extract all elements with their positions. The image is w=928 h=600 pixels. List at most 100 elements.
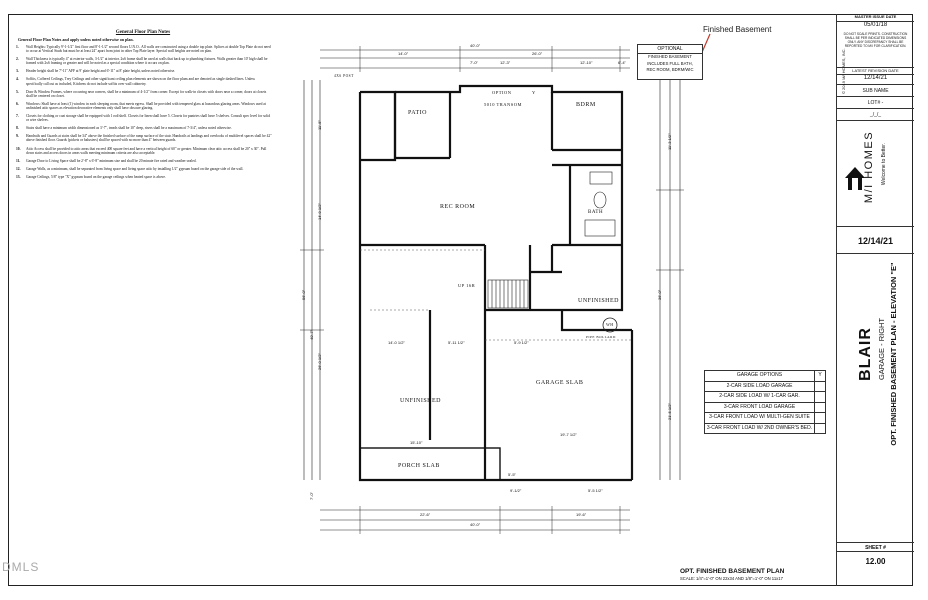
garage-options-table: GARAGE OPTIONS Y 2-CAR SIDE LOAD GARAGE … [704,370,826,434]
plan-variant: GARAGE - RIGHT [877,317,886,381]
brand-name: M/I HOMES [863,130,875,204]
garage-option-cell: 2-CAR SIDE LOAD GARAGE [705,381,815,391]
table-row: 2-CAR SIDE LOAD W/ 1-CAR GAR. [705,392,825,403]
note-number: 10. [16,146,21,151]
list-item: 3.Header height shall be 7'-11" AFF at 9… [16,69,272,73]
list-item: 10.Attic Access shall be provided to att… [16,147,272,155]
option-box-header: OPTIONAL [638,45,702,54]
note-number: 6. [16,101,19,106]
dim-bottom-seg1: 9'-1/2" [510,488,522,493]
note-number: 4. [16,77,19,82]
dim-left-overall: 56'-0" [301,289,306,300]
room-rec-room: REC ROOM [440,204,476,210]
copyright: © 2019 M/I HOMES, INC. [841,48,846,94]
note-text: Closets for clothing or coat storage sha… [26,114,271,123]
list-item: 5. Door & Window Frames, where occurring … [16,90,272,98]
room-bath: BATH [588,210,604,215]
room-garage-slab: GARAGE SLAB [536,380,584,386]
dim-bottom-right: 19'-6" [576,512,587,517]
stairs [487,279,529,309]
dim-left-b: 26'-0 1/2" [317,353,322,370]
note-number: 7. [16,114,19,119]
floor-plan: REC ROOM PATIO BDRM BATH UNFINISHED UNFI… [300,40,710,560]
note-number: 5. [16,89,19,94]
optional-finished-basement-box: OPTIONAL FINISHED BASEMENT INCLUDES FULL… [637,44,703,80]
dim-mid-3: 5'-9 1/2" [514,340,529,345]
dim-mid-2: 5'-11 1/2" [448,340,465,345]
garage-options-header: GARAGE OPTIONS [705,371,815,381]
note-number: 11. [16,158,21,163]
note-number: 13. [16,174,21,179]
dim-top-seg2: 12'-3" [500,60,511,65]
water-heater-symbol [602,317,618,333]
note-number: 1. [16,45,19,49]
list-item: 13. Garage Ceilings, 5/8" type "X" gypsum… [16,175,272,179]
list-item: 12. Garage Walls, as a minimum, shall be … [16,167,272,171]
title-block: MASTER ISSUE DATE 05/01/18 DO NOT SCALE … [836,14,914,586]
dim-left-d: 11'-5" [317,120,322,130]
list-item: 6. Windows: Shall have at least (1) windo… [16,102,272,110]
option-box-line: REC ROOM, BDRM/WIC [646,67,694,72]
note-number: 9. [16,134,19,139]
sheet-label: SHEET # [837,542,914,552]
room-bdrm: BDRM [576,102,596,108]
watermark: DMLS [2,560,40,574]
list-item: 2.Wall Thickness is typically 4" at exte… [16,57,272,65]
list-item: 1.Wall Heights: Typically 9'-1-1/2" firs… [16,45,272,53]
dim-top-left: 14'-0" [398,51,409,56]
disclaimer-text: DO NOT SCALE PRINTS. CONSTRUCTION SHALL … [837,32,914,68]
note-text: Garage Walls, as a minimum, shall be sep… [26,166,244,171]
note-text: Handrails and Guards at stairs shall be … [26,134,272,143]
porch-slab-outline [359,447,501,481]
note-text: Door & Window Frames, where occurring ne… [26,89,267,98]
dim-right-c: 11'-3 1/2" [667,133,672,150]
bath-fixtures [584,171,616,237]
garage-option-cell: 2-CAR SIDE LOAD W/ 1-CAR GAR. [705,392,815,402]
bollard-label: PIPE BOLLARD [586,335,616,339]
note-text: Windows: Shall have at least (1) window … [26,101,266,110]
notes-list: 1.Wall Heights: Typically 9'-1-1/2" firs… [14,45,272,179]
table-row: 3-CAR FRONT LOAD W/ 2ND OWNER'S BED. [705,423,825,433]
note-text: Garage Ceilings, 5/8" type "X" gypsum bo… [26,174,166,179]
dim-top-right: 26'-0" [532,51,543,56]
dim-mid-1: 14'-0 1/2" [388,340,405,345]
list-item: 11.Garage Door to Living Space shall be … [16,159,272,163]
dim-bottom-seg2: 5'-5 1/2" [588,488,603,493]
note-number: 8. [16,126,19,131]
plan-name: BLAIR [857,327,874,381]
notes-subtitle: General Floor Plan Notes and apply unles… [18,37,134,42]
garage-options-header-y: Y [818,372,822,378]
option-tag: OPTION [492,90,512,95]
option-box-line: INCLUDES FULL BATH, [647,60,693,66]
dim-right-b: 21'-5 1/2" [667,403,672,420]
dim-mid-4: 19'-7 1/2" [560,432,577,437]
room-porch-slab: PORCH SLAB [398,463,440,469]
dim-mid-5: 15'-10" [410,440,423,445]
finished-basement-annotation: Finished Basement [703,25,772,34]
dim-left-e: 7'-0" [309,492,314,500]
plan-title: OPT. FINISHED BASEMENT PLAN [680,568,785,575]
post-label: 4X6 POST [334,74,354,78]
water-heater-label: WH [606,322,614,327]
revision-date: 12/14/21 [837,75,914,85]
garage-options-header-row: GARAGE OPTIONS Y [705,371,825,382]
room-unfinished-left: UNFINISHED [400,398,441,404]
option-tag-y: Y [532,90,536,95]
general-notes: General Floor Plan Notes General Floor P… [14,22,272,452]
drawing-sheet [8,14,913,586]
plan-description: OPT. FINISHED BASEMENT PLAN - ELEVATION … [889,262,898,446]
note-number: 12. [16,166,21,171]
plan-scale: SCALE: 1/4"=1'-0" ON 22x34 AND 1/8"=1'-0… [680,576,783,581]
transom-label: 5010 TRANSOM [484,102,523,107]
room-patio: PATIO [408,110,427,116]
dim-top-seg1: 7'-0" [470,60,478,65]
garage-option-cell: 3-CAR FRONT LOAD GARAGE [705,402,815,412]
dim-right-a: 36'-0" [657,289,662,300]
dim-left-c: 14'-9 1/2" [317,203,322,220]
lot-date: _/_/_ [837,109,914,121]
dim-top-seg3: 12'-10" [580,60,593,65]
note-text: Wall Thickness is typically 4" at exteri… [26,57,268,66]
list-item: 7. Closets for clothing or coat storage s… [16,114,272,122]
garage-option-cell: 3-CAR FRONT LOAD W/ MULTI-GEN SUITE [705,413,815,423]
date-big: 12/14/21 [837,226,914,254]
